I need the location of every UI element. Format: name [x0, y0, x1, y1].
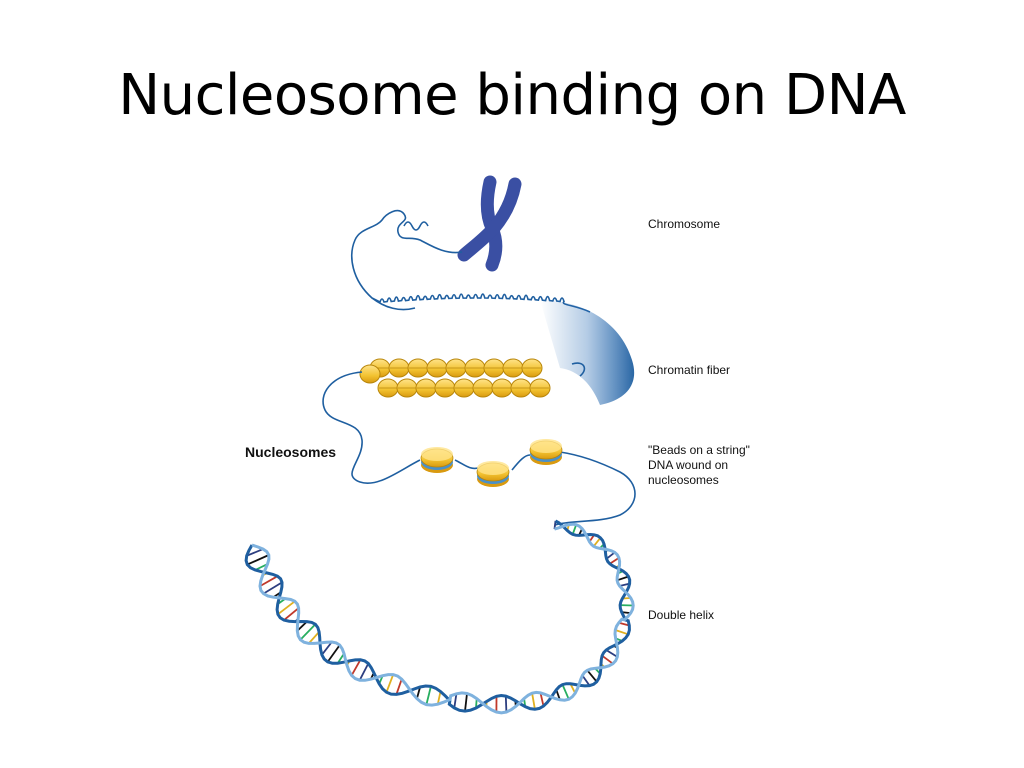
fiber-bead	[445, 358, 467, 378]
base-pair	[385, 674, 395, 693]
base-pair	[571, 524, 578, 535]
label-beads-line-1: "Beads on a string"	[648, 443, 750, 457]
label-double-helix: Double helix	[648, 608, 715, 622]
base-pair	[263, 581, 283, 595]
dna-loop-top	[351, 209, 463, 311]
base-pair	[246, 548, 264, 557]
dna-strand-middle	[322, 362, 636, 526]
fiber-bead	[491, 378, 513, 398]
nucleosome-bead	[476, 461, 510, 487]
fiber-bead	[529, 378, 551, 398]
fiber-bead	[377, 378, 399, 398]
base-pair	[616, 575, 629, 582]
fiber-bead	[407, 358, 429, 378]
fiber-bead	[426, 358, 448, 378]
coiled-fiber	[371, 293, 591, 313]
chromatin-fiber-beads	[359, 358, 551, 398]
helix-backbone-b	[251, 522, 635, 715]
fiber-bead	[483, 358, 505, 378]
base-pair	[453, 693, 458, 709]
base-pair	[436, 691, 442, 705]
base-pair	[425, 686, 432, 705]
base-pair	[416, 686, 421, 699]
nucleosome-bead	[420, 447, 454, 473]
base-pair	[464, 693, 468, 712]
fiber-bead	[502, 358, 524, 378]
fiber-bead	[521, 358, 543, 378]
fiber-bead	[359, 364, 381, 384]
label-beads-on-string: "Beads on a string" DNA wound on nucleos…	[648, 443, 750, 488]
base-pair	[601, 654, 614, 665]
label-chromatin-fiber: Chromatin fiber	[648, 363, 731, 377]
fiber-bead	[396, 378, 418, 398]
base-pair	[299, 623, 317, 641]
nucleosome-bead	[529, 439, 563, 465]
fiber-bead	[472, 378, 494, 398]
base-pair	[358, 663, 370, 681]
base-pair	[350, 659, 362, 676]
fiber-bead	[388, 358, 410, 378]
double-helix	[244, 519, 635, 715]
label-beads-line-3: nucleosomes	[648, 473, 719, 487]
base-pair	[296, 620, 308, 632]
base-pair	[586, 669, 598, 683]
chromosome-shape	[457, 175, 522, 272]
base-pair	[277, 600, 296, 616]
label-chromosome: Chromosome	[648, 217, 721, 231]
base-pair	[504, 696, 508, 713]
base-pair	[615, 629, 629, 636]
chromatin-fiber-fan	[540, 300, 635, 405]
base-pair	[592, 537, 602, 547]
base-pair	[539, 692, 545, 707]
nucleosome-beads	[420, 439, 563, 487]
label-beads-line-2: DNA wound on	[648, 458, 729, 472]
base-pair	[395, 678, 403, 695]
helix-backbone-a	[244, 519, 632, 713]
slide-title: Nucleosome binding on DNA	[118, 63, 906, 128]
base-pair	[283, 607, 300, 621]
base-pair	[605, 551, 616, 560]
fiber-bead	[434, 378, 456, 398]
label-nucleosomes: Nucleosomes	[245, 444, 337, 460]
fiber-bead	[464, 358, 486, 378]
base-pair	[605, 649, 618, 658]
base-pair	[326, 644, 341, 663]
fiber-bead	[453, 378, 475, 398]
base-pair	[561, 684, 570, 700]
base-pair	[259, 575, 278, 587]
base-pair	[531, 693, 536, 710]
base-pair	[618, 621, 630, 627]
fiber-bead	[415, 378, 437, 398]
base-pair	[609, 557, 620, 565]
fiber-bead	[510, 378, 532, 398]
base-pair	[321, 641, 333, 656]
base-pair	[308, 631, 320, 645]
base-pair	[581, 674, 591, 687]
base-pair	[246, 554, 270, 566]
